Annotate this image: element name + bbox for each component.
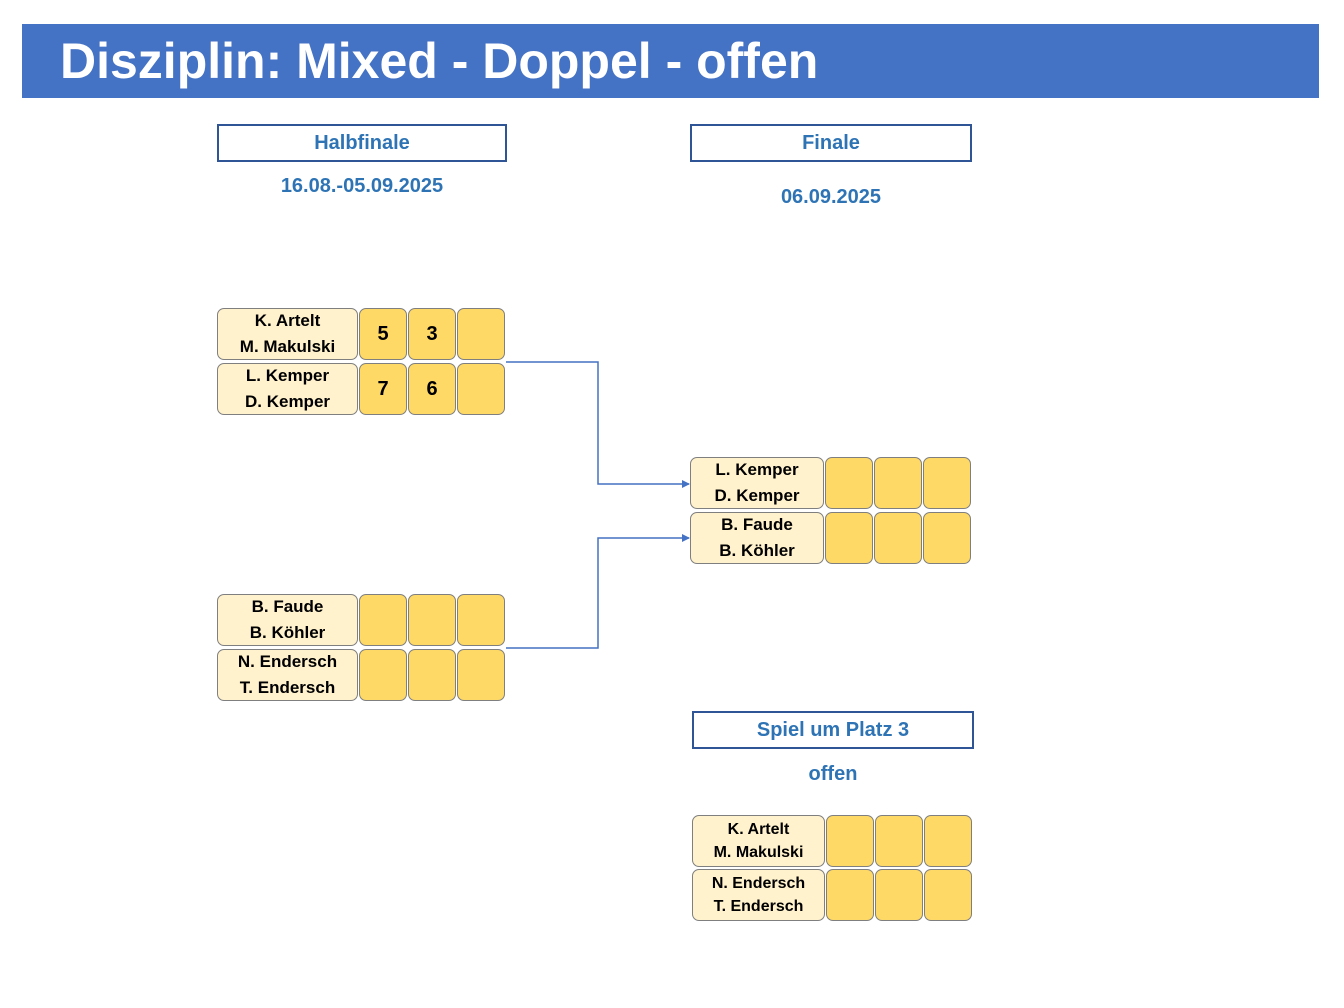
score-set3 <box>457 594 505 646</box>
player-name: N. Endersch <box>237 652 338 671</box>
player-name: L. Kemper <box>715 460 799 479</box>
match-semi2-team1: B. Faude B. Köhler <box>217 594 505 646</box>
player-name: B. Köhler <box>719 541 795 560</box>
score-set2 <box>408 594 456 646</box>
player-name: T. Endersch <box>239 678 336 697</box>
round-date-third-place: offen <box>808 763 858 785</box>
round-label-semifinal: Halbfinale <box>217 124 507 162</box>
round-label-third-place: Spiel um Platz 3 <box>692 711 974 749</box>
page-title: Disziplin: Mixed - Doppel - offen <box>60 33 819 89</box>
score-set2 <box>408 649 456 701</box>
match-semi1-team1: K. Artelt M. Makulski 5 3 <box>217 308 505 360</box>
score-set3 <box>457 649 505 701</box>
score-set2 <box>874 457 922 509</box>
score-set3 <box>923 512 971 564</box>
player-name: N. Endersch <box>711 875 806 892</box>
score-set3 <box>924 815 972 867</box>
round-label-third-place-text: Spiel um Platz 3 <box>756 718 910 741</box>
score-set2 <box>875 815 923 867</box>
player-name: B. Köhler <box>249 623 326 642</box>
score-set1: 7 <box>359 363 407 415</box>
player-name: B. Faude <box>251 597 324 616</box>
match-third-team2: N. Endersch T. Endersch <box>692 869 972 921</box>
title-banner: Disziplin: Mixed - Doppel - offen <box>22 24 1319 98</box>
match-final-team1: L. Kemper D. Kemper <box>690 457 971 509</box>
round-label-semifinal-text: Halbfinale <box>314 131 410 154</box>
score-set3 <box>457 308 505 360</box>
team-name-cell: B. Faude B. Köhler <box>690 512 824 564</box>
score-set2 <box>874 512 922 564</box>
team-name-cell: N. Endersch T. Endersch <box>217 649 358 701</box>
player-name: K. Artelt <box>727 821 790 838</box>
player-name: M. Makulski <box>713 844 804 861</box>
score-set2 <box>875 869 923 921</box>
round-date-semifinal: 16.08.-05.09.2025 <box>280 175 444 197</box>
round-label-final: Finale <box>690 124 972 162</box>
team-name-cell: L. Kemper D. Kemper <box>690 457 824 509</box>
round-date-final: 06.09.2025 <box>780 186 882 208</box>
score-set3 <box>923 457 971 509</box>
score-set3 <box>924 869 972 921</box>
player-name: D. Kemper <box>244 392 331 411</box>
connector-semi2-to-final <box>506 534 690 649</box>
match-final-team2: B. Faude B. Köhler <box>690 512 971 564</box>
player-name: T. Endersch <box>713 898 804 915</box>
score-set3 <box>457 363 505 415</box>
connector-semi1-to-final <box>506 361 690 488</box>
player-name: K. Artelt <box>254 311 321 330</box>
team-name-cell: K. Artelt M. Makulski <box>217 308 358 360</box>
match-semi1-team2: L. Kemper D. Kemper 7 6 <box>217 363 505 415</box>
match-semi2-team2: N. Endersch T. Endersch <box>217 649 505 701</box>
score-set1 <box>826 869 874 921</box>
score-set1: 5 <box>359 308 407 360</box>
match-third-team1: K. Artelt M. Makulski <box>692 815 972 867</box>
player-name: L. Kemper <box>245 366 330 385</box>
team-name-cell: N. Endersch T. Endersch <box>692 869 825 921</box>
score-set1 <box>825 512 873 564</box>
score-set2: 6 <box>408 363 456 415</box>
player-name: B. Faude <box>721 515 793 534</box>
team-name-cell: K. Artelt M. Makulski <box>692 815 825 867</box>
round-label-final-text: Finale <box>802 131 860 154</box>
player-name: D. Kemper <box>714 486 800 505</box>
score-set1 <box>359 594 407 646</box>
score-set1 <box>826 815 874 867</box>
team-name-cell: B. Faude B. Köhler <box>217 594 358 646</box>
player-name: M. Makulski <box>239 337 336 356</box>
score-set2: 3 <box>408 308 456 360</box>
score-set1 <box>825 457 873 509</box>
team-name-cell: L. Kemper D. Kemper <box>217 363 358 415</box>
score-set1 <box>359 649 407 701</box>
